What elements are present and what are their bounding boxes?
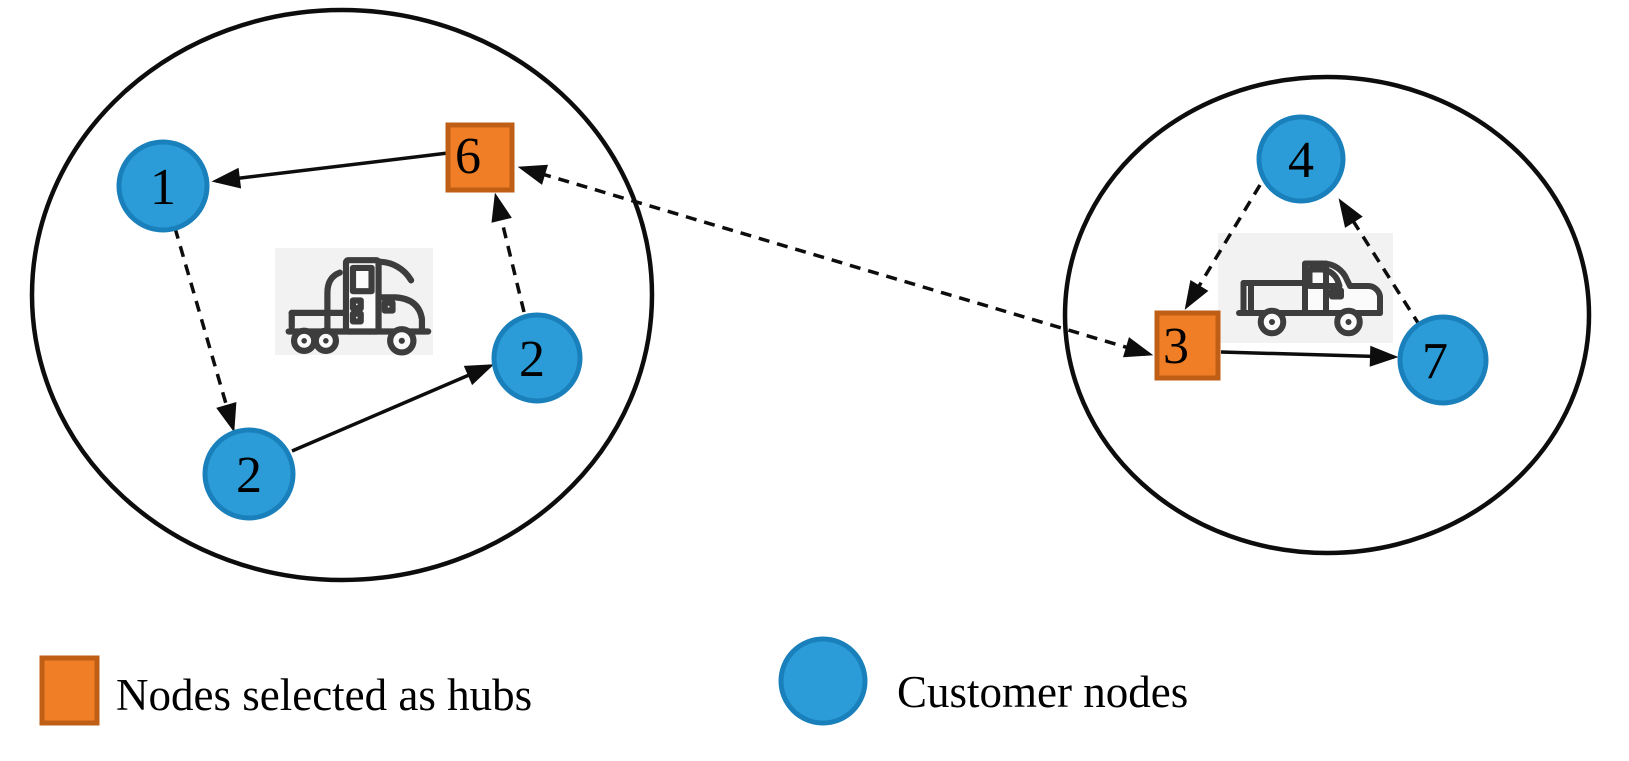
edge-2-to-6 [491, 192, 526, 313]
customer-node-1-label: 1 [150, 159, 176, 216]
customer-node-2-right: 2 [491, 312, 583, 404]
customer-node-1: 1 [116, 139, 210, 233]
customer-node-4-label: 4 [1288, 132, 1314, 189]
edge-6-to-3-interhub [517, 164, 1154, 358]
semi-truck-icon [285, 257, 432, 356]
customer-node-2-bottom-label: 2 [236, 447, 262, 504]
edge-7-to-4 [1338, 198, 1422, 327]
legend-hub-label: Nodes selected as hubs [116, 670, 532, 720]
edge-1-to-2 [173, 227, 237, 433]
edge-3-to-7 [1220, 345, 1399, 367]
hub-node-3-label: 3 [1163, 318, 1189, 375]
customer-node-2-right-label: 2 [519, 331, 545, 388]
legend-customer-swatch [778, 636, 868, 726]
customer-node-7: 7 [1397, 314, 1489, 406]
hub-node-6-label: 6 [455, 128, 481, 185]
hub-node-6: 6 [445, 122, 515, 193]
pickup-truck-icon [1236, 260, 1383, 337]
customer-node-2-bottom: 2 [202, 427, 296, 521]
edge-6-to-1 [211, 151, 449, 189]
edge-2-to-2 [291, 364, 495, 453]
edge-4-to-3 [1184, 184, 1262, 310]
customer-node-4: 4 [1256, 114, 1346, 204]
legend-hub-swatch [39, 655, 100, 726]
legend: Nodes selected as hubs Customer nodes [39, 636, 1188, 726]
legend-customer-label: Customer nodes [897, 667, 1188, 717]
customer-node-7-label: 7 [1422, 333, 1448, 390]
hub-node-3: 3 [1154, 310, 1221, 381]
